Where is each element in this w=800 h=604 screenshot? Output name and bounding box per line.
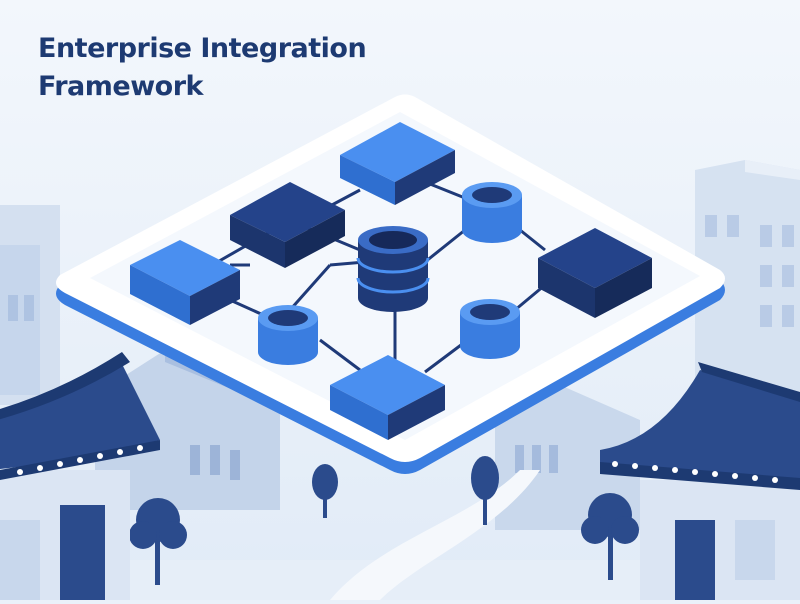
block-left bbox=[130, 240, 240, 325]
block-bottom bbox=[330, 355, 445, 440]
tree-small bbox=[312, 464, 338, 518]
road bbox=[330, 470, 540, 600]
hanok-right bbox=[600, 362, 800, 600]
tree-right bbox=[581, 493, 639, 580]
block-right bbox=[538, 228, 652, 318]
title-line-1: Enterprise Integration bbox=[38, 33, 367, 64]
block-top bbox=[340, 122, 455, 205]
tree-center bbox=[471, 456, 499, 525]
cylinder-top-right bbox=[462, 182, 522, 243]
tree-left bbox=[129, 498, 187, 585]
title-line-2: Framework bbox=[38, 71, 203, 102]
cylinder-right bbox=[460, 299, 520, 359]
hanok-left bbox=[0, 352, 160, 600]
block-mid-left bbox=[230, 182, 345, 268]
building-center-right bbox=[495, 385, 640, 530]
page-title: Enterprise Integration Framework bbox=[38, 30, 398, 106]
building-left bbox=[0, 205, 60, 405]
cylinder-left bbox=[258, 305, 318, 365]
central-database bbox=[356, 226, 430, 312]
